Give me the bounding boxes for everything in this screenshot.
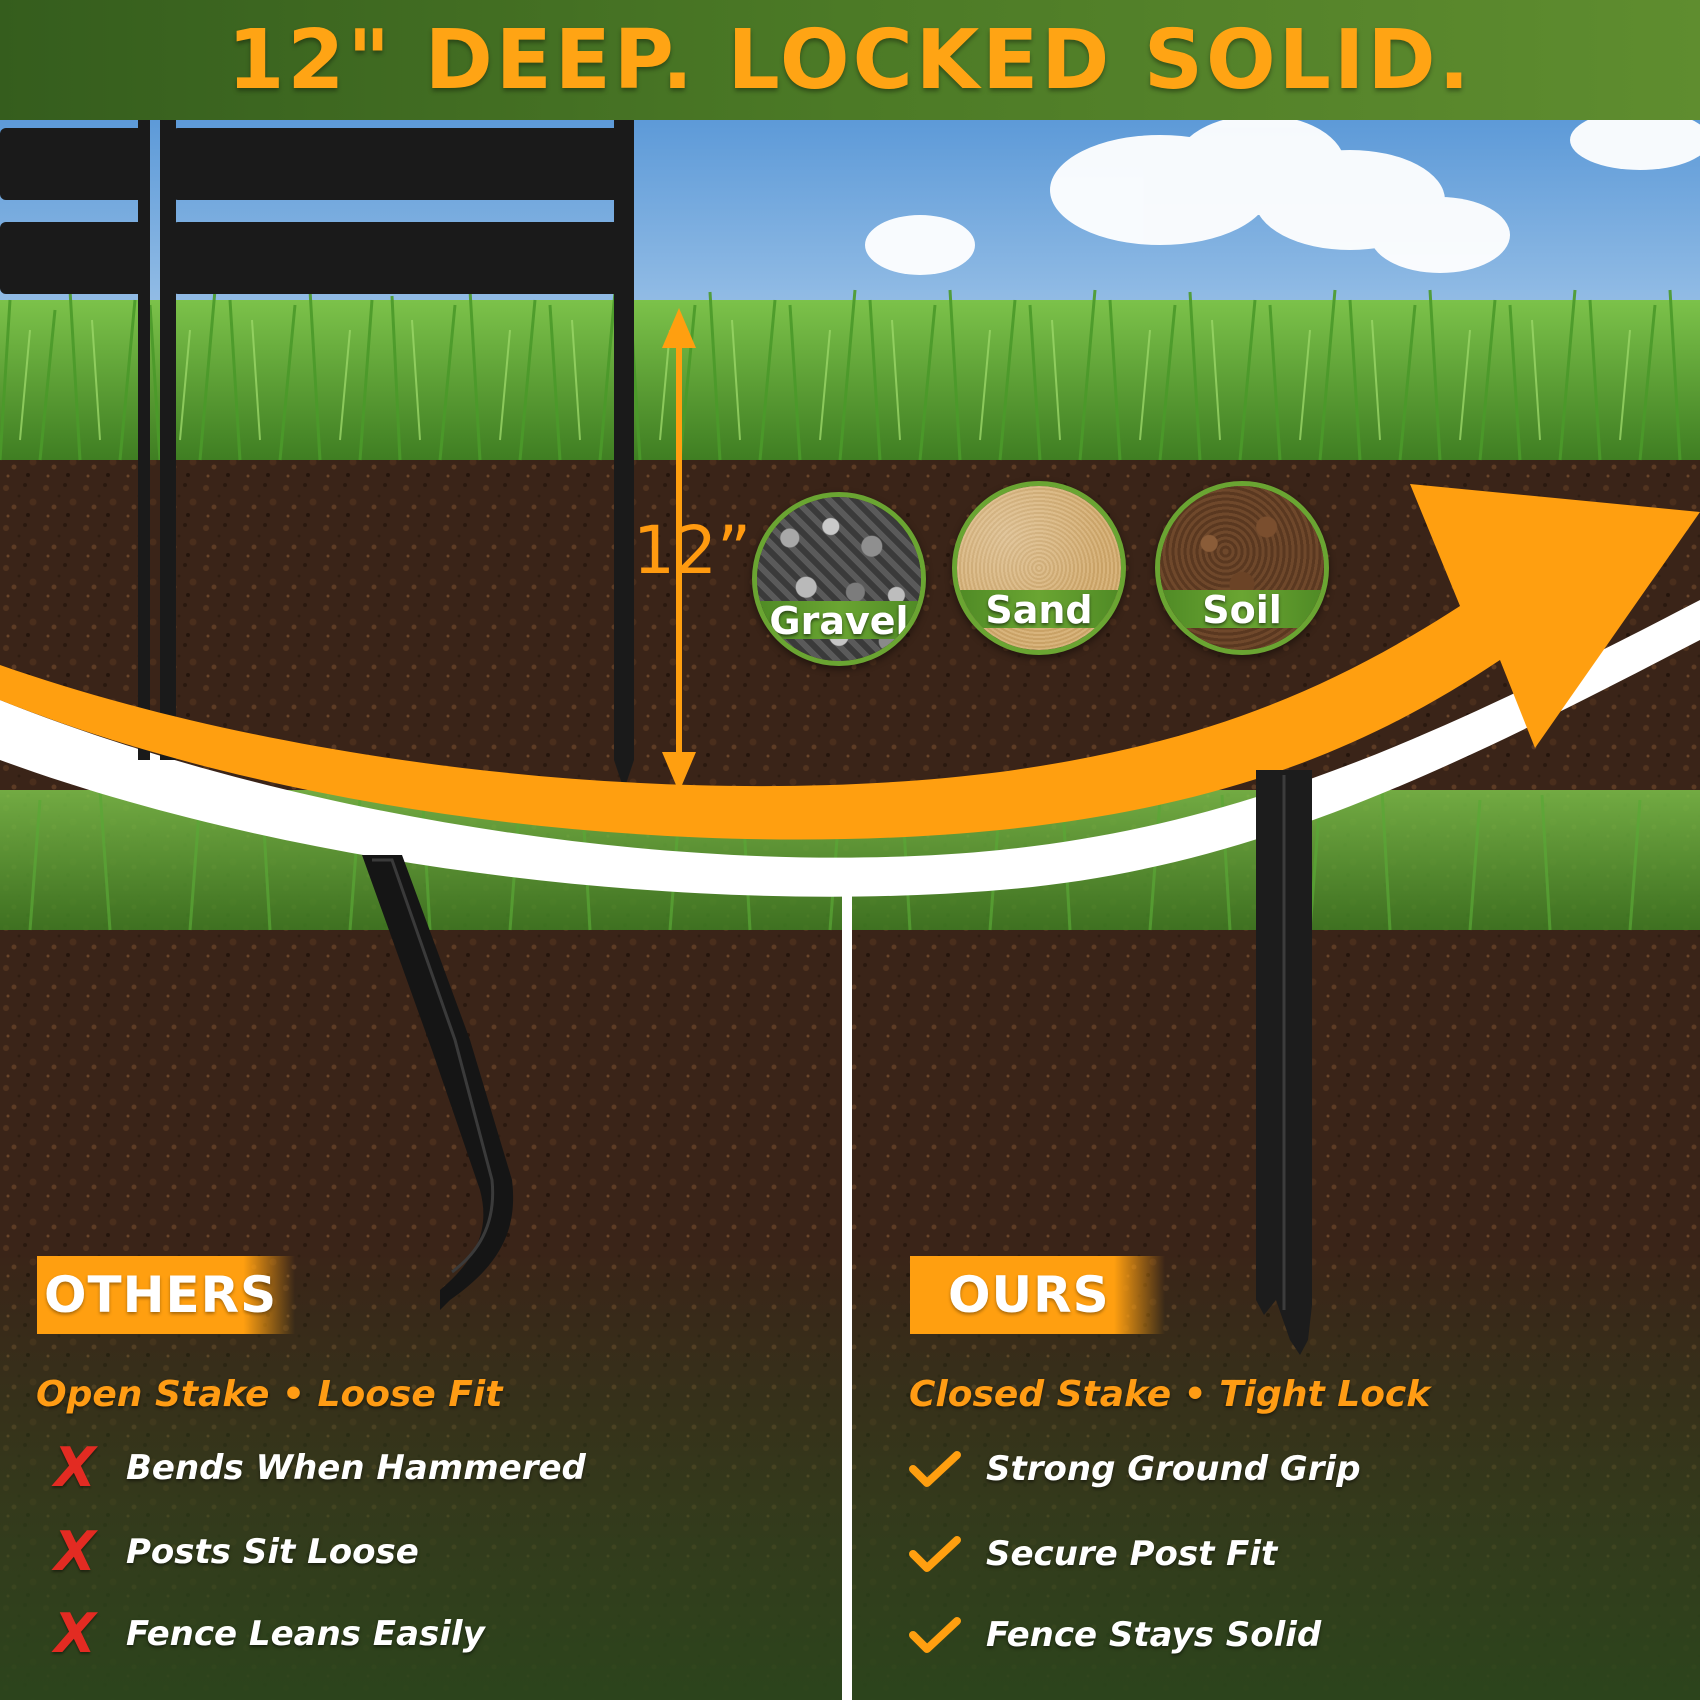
others-tag-label: OTHERS [44, 1266, 278, 1324]
x-mark-icon: X [54, 1602, 96, 1665]
ours-tag-label: OURS [948, 1266, 1110, 1324]
sand-label: Sand [985, 588, 1093, 632]
ours-subtitle: Closed Stake • Tight Lock [909, 1374, 1431, 1415]
panel-divider [842, 875, 852, 1700]
x-mark-icon: X [54, 1436, 96, 1499]
check-mark-icon [906, 1529, 964, 1579]
others-feature-item: X Posts Sit Loose [46, 1520, 419, 1583]
check-mark-icon [906, 1444, 964, 1494]
others-feature-text: Posts Sit Loose [126, 1532, 419, 1572]
soil-swatch: Soil [1155, 481, 1329, 655]
soil-label: Soil [1202, 588, 1282, 632]
others-feature-text: Bends When Hammered [126, 1448, 586, 1488]
ours-tag: OURS [910, 1256, 1165, 1334]
ours-feature-text: Secure Post Fit [986, 1534, 1278, 1574]
header-banner: 12" DEEP. LOCKED SOLID. [0, 0, 1700, 120]
gravel-label: Gravel [769, 599, 909, 643]
others-feature-item: X Bends When Hammered [46, 1436, 586, 1499]
ours-feature-item: Secure Post Fit [906, 1529, 1277, 1579]
bent-open-stake [362, 855, 514, 1310]
ours-feature-item: Strong Ground Grip [906, 1444, 1361, 1494]
others-feature-item: X Fence Leans Easily [46, 1602, 485, 1665]
check-mark-icon [906, 1610, 964, 1660]
others-subtitle: Open Stake • Loose Fit [36, 1374, 503, 1415]
gravel-swatch: Gravel [752, 492, 926, 666]
depth-label: 12” [633, 512, 752, 589]
ours-feature-item: Fence Stays Solid [906, 1610, 1321, 1660]
ours-feature-text: Strong Ground Grip [986, 1449, 1361, 1489]
others-feature-text: Fence Leans Easily [126, 1614, 485, 1654]
x-mark-icon: X [54, 1520, 96, 1583]
ours-feature-text: Fence Stays Solid [986, 1615, 1322, 1655]
others-tag: OTHERS [37, 1256, 295, 1334]
sand-swatch: Sand [952, 481, 1126, 655]
headline: 12" DEEP. LOCKED SOLID. [227, 12, 1473, 108]
